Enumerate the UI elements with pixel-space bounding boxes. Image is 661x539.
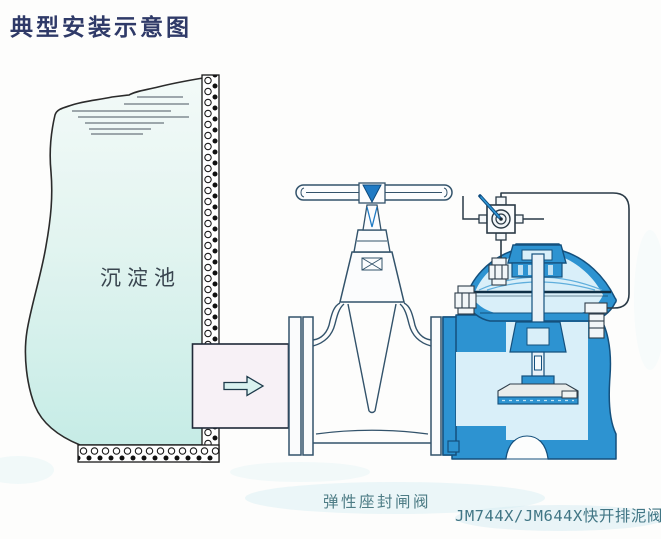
gate-valve bbox=[288, 182, 453, 456]
page-title: 典型安装示意图 bbox=[10, 15, 192, 41]
gate-valve-yoke-arm-right bbox=[399, 302, 432, 347]
pool-water bbox=[24, 77, 204, 446]
gate-valve-packing-cross bbox=[361, 257, 383, 271]
gate-valve-body-bottom-inner bbox=[315, 429, 429, 435]
sensing-line-top bbox=[500, 192, 630, 309]
valve-stem-slot bbox=[534, 355, 542, 371]
stem-guide-window bbox=[526, 327, 550, 346]
gate-valve-stem-thread bbox=[366, 206, 378, 228]
gate-valve-flange-right bbox=[430, 316, 442, 456]
handwheel-end-curls bbox=[300, 187, 448, 198]
handwheel-stem-nut bbox=[362, 184, 382, 204]
flow-arrow-icon bbox=[223, 375, 265, 397]
gate-valve-yoke-arm-left bbox=[312, 302, 345, 347]
gate-valve-packing bbox=[361, 257, 383, 271]
disc-side-pin bbox=[561, 390, 578, 399]
outlet-pipe bbox=[191, 343, 290, 429]
pool-wall-bottom bbox=[77, 444, 220, 463]
mud-discharge-valve bbox=[442, 243, 617, 460]
mud-valve-label: JM744X/JM644X快开排泥阀 bbox=[455, 507, 661, 525]
pool-label: 沉淀池 bbox=[100, 266, 181, 290]
background-washes bbox=[0, 230, 661, 531]
gate-valve-flange-left-inner bbox=[302, 316, 314, 456]
water-surface-lines bbox=[72, 96, 189, 135]
gate-valve-bonnet bbox=[339, 251, 405, 303]
gate-valve-label: 弹性座封闸阀 bbox=[323, 493, 431, 511]
mud-valve-inlet-passage bbox=[456, 352, 506, 426]
pilot-valve bbox=[462, 192, 630, 309]
pilot-valve-lever-highlight bbox=[480, 196, 500, 218]
sedimentation-pool: 沉淀池 bbox=[24, 77, 204, 446]
pilot-port-fitting bbox=[488, 257, 509, 286]
pilot-ball-inner bbox=[495, 213, 507, 225]
sensing-line-left bbox=[462, 196, 479, 220]
dome-right-fitting bbox=[584, 302, 608, 339]
mud-valve-flange-nut bbox=[447, 440, 460, 453]
gate-valve-wedge bbox=[347, 303, 397, 414]
mud-valve-inlet-flange bbox=[442, 316, 457, 456]
dome-left-fitting bbox=[454, 285, 477, 315]
gate-valve-flange-left-outer bbox=[288, 316, 302, 456]
mud-valve-foot-arch bbox=[505, 435, 549, 460]
